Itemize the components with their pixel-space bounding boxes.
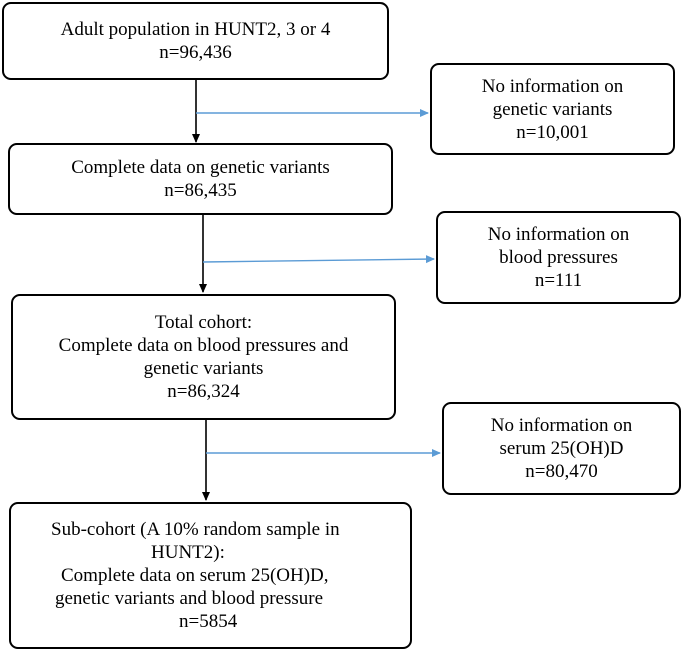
box-adult-population-line-2: n=96,436: [159, 42, 232, 63]
box-adult-population: Adult population in HUNT2, 3 or 4 n=96,4…: [2, 2, 389, 80]
box-excl-serum-line-1: No information on: [490, 415, 633, 436]
box-total-cohort-line-3: genetic variants: [143, 358, 264, 379]
box-excl-genetic-line-1: No information on: [481, 75, 624, 97]
box-sub-cohort-line-4: genetic variants and blood pressure: [55, 588, 324, 609]
box-adult-population-line-1: Adult population in HUNT2, 3 or 4: [60, 19, 331, 40]
box-excl-blood-pressure: No information on blood pressures n=111: [436, 211, 681, 304]
box-excl-blood-pressure-line-2: blood pressures: [499, 247, 618, 268]
box-excl-serum: No information on serum 25(OH)D n=80,470: [442, 402, 681, 495]
box-total-cohort: Total cohort: Complete data on blood pre…: [11, 294, 396, 420]
box-sub-cohort-line-1: Sub-cohort (A 10% random sample in: [51, 519, 340, 540]
arrow-exclude-blood-pressure: [202, 255, 435, 264]
box-complete-genetic-line-1: Complete data on genetic variants: [71, 157, 330, 178]
box-sub-cohort: Sub-cohort (A 10% random sample in HUNT2…: [9, 502, 412, 649]
box-sub-cohort-line-3: Complete data on serum 25(OH)D,: [61, 565, 329, 586]
box-sub-cohort-line-5: n=5854: [179, 611, 238, 632]
box-excl-serum-line-2: serum 25(OH)D: [499, 438, 624, 459]
box-excl-genetic-line-3: n=10,001: [516, 121, 589, 143]
box-excl-serum-line-3: n=80,470: [525, 461, 598, 482]
box-complete-genetic: Complete data on genetic variants n=86,4…: [8, 143, 393, 215]
box-complete-genetic-line-2: n=86,435: [164, 180, 237, 201]
box-excl-blood-pressure-line-3: n=111: [534, 270, 583, 291]
box-total-cohort-line-4: n=86,324: [167, 381, 240, 402]
box-total-cohort-line-2: Complete data on blood pressures and: [58, 335, 349, 356]
box-total-cohort-line-1: Total cohort:: [154, 312, 253, 333]
box-excl-genetic-line-2: genetic variants: [492, 98, 613, 120]
box-sub-cohort-line-2: HUNT2):: [151, 542, 225, 563]
box-excl-genetic: No information on genetic variants n=10,…: [430, 63, 675, 155]
box-excl-blood-pressure-line-1: No information on: [487, 224, 630, 245]
